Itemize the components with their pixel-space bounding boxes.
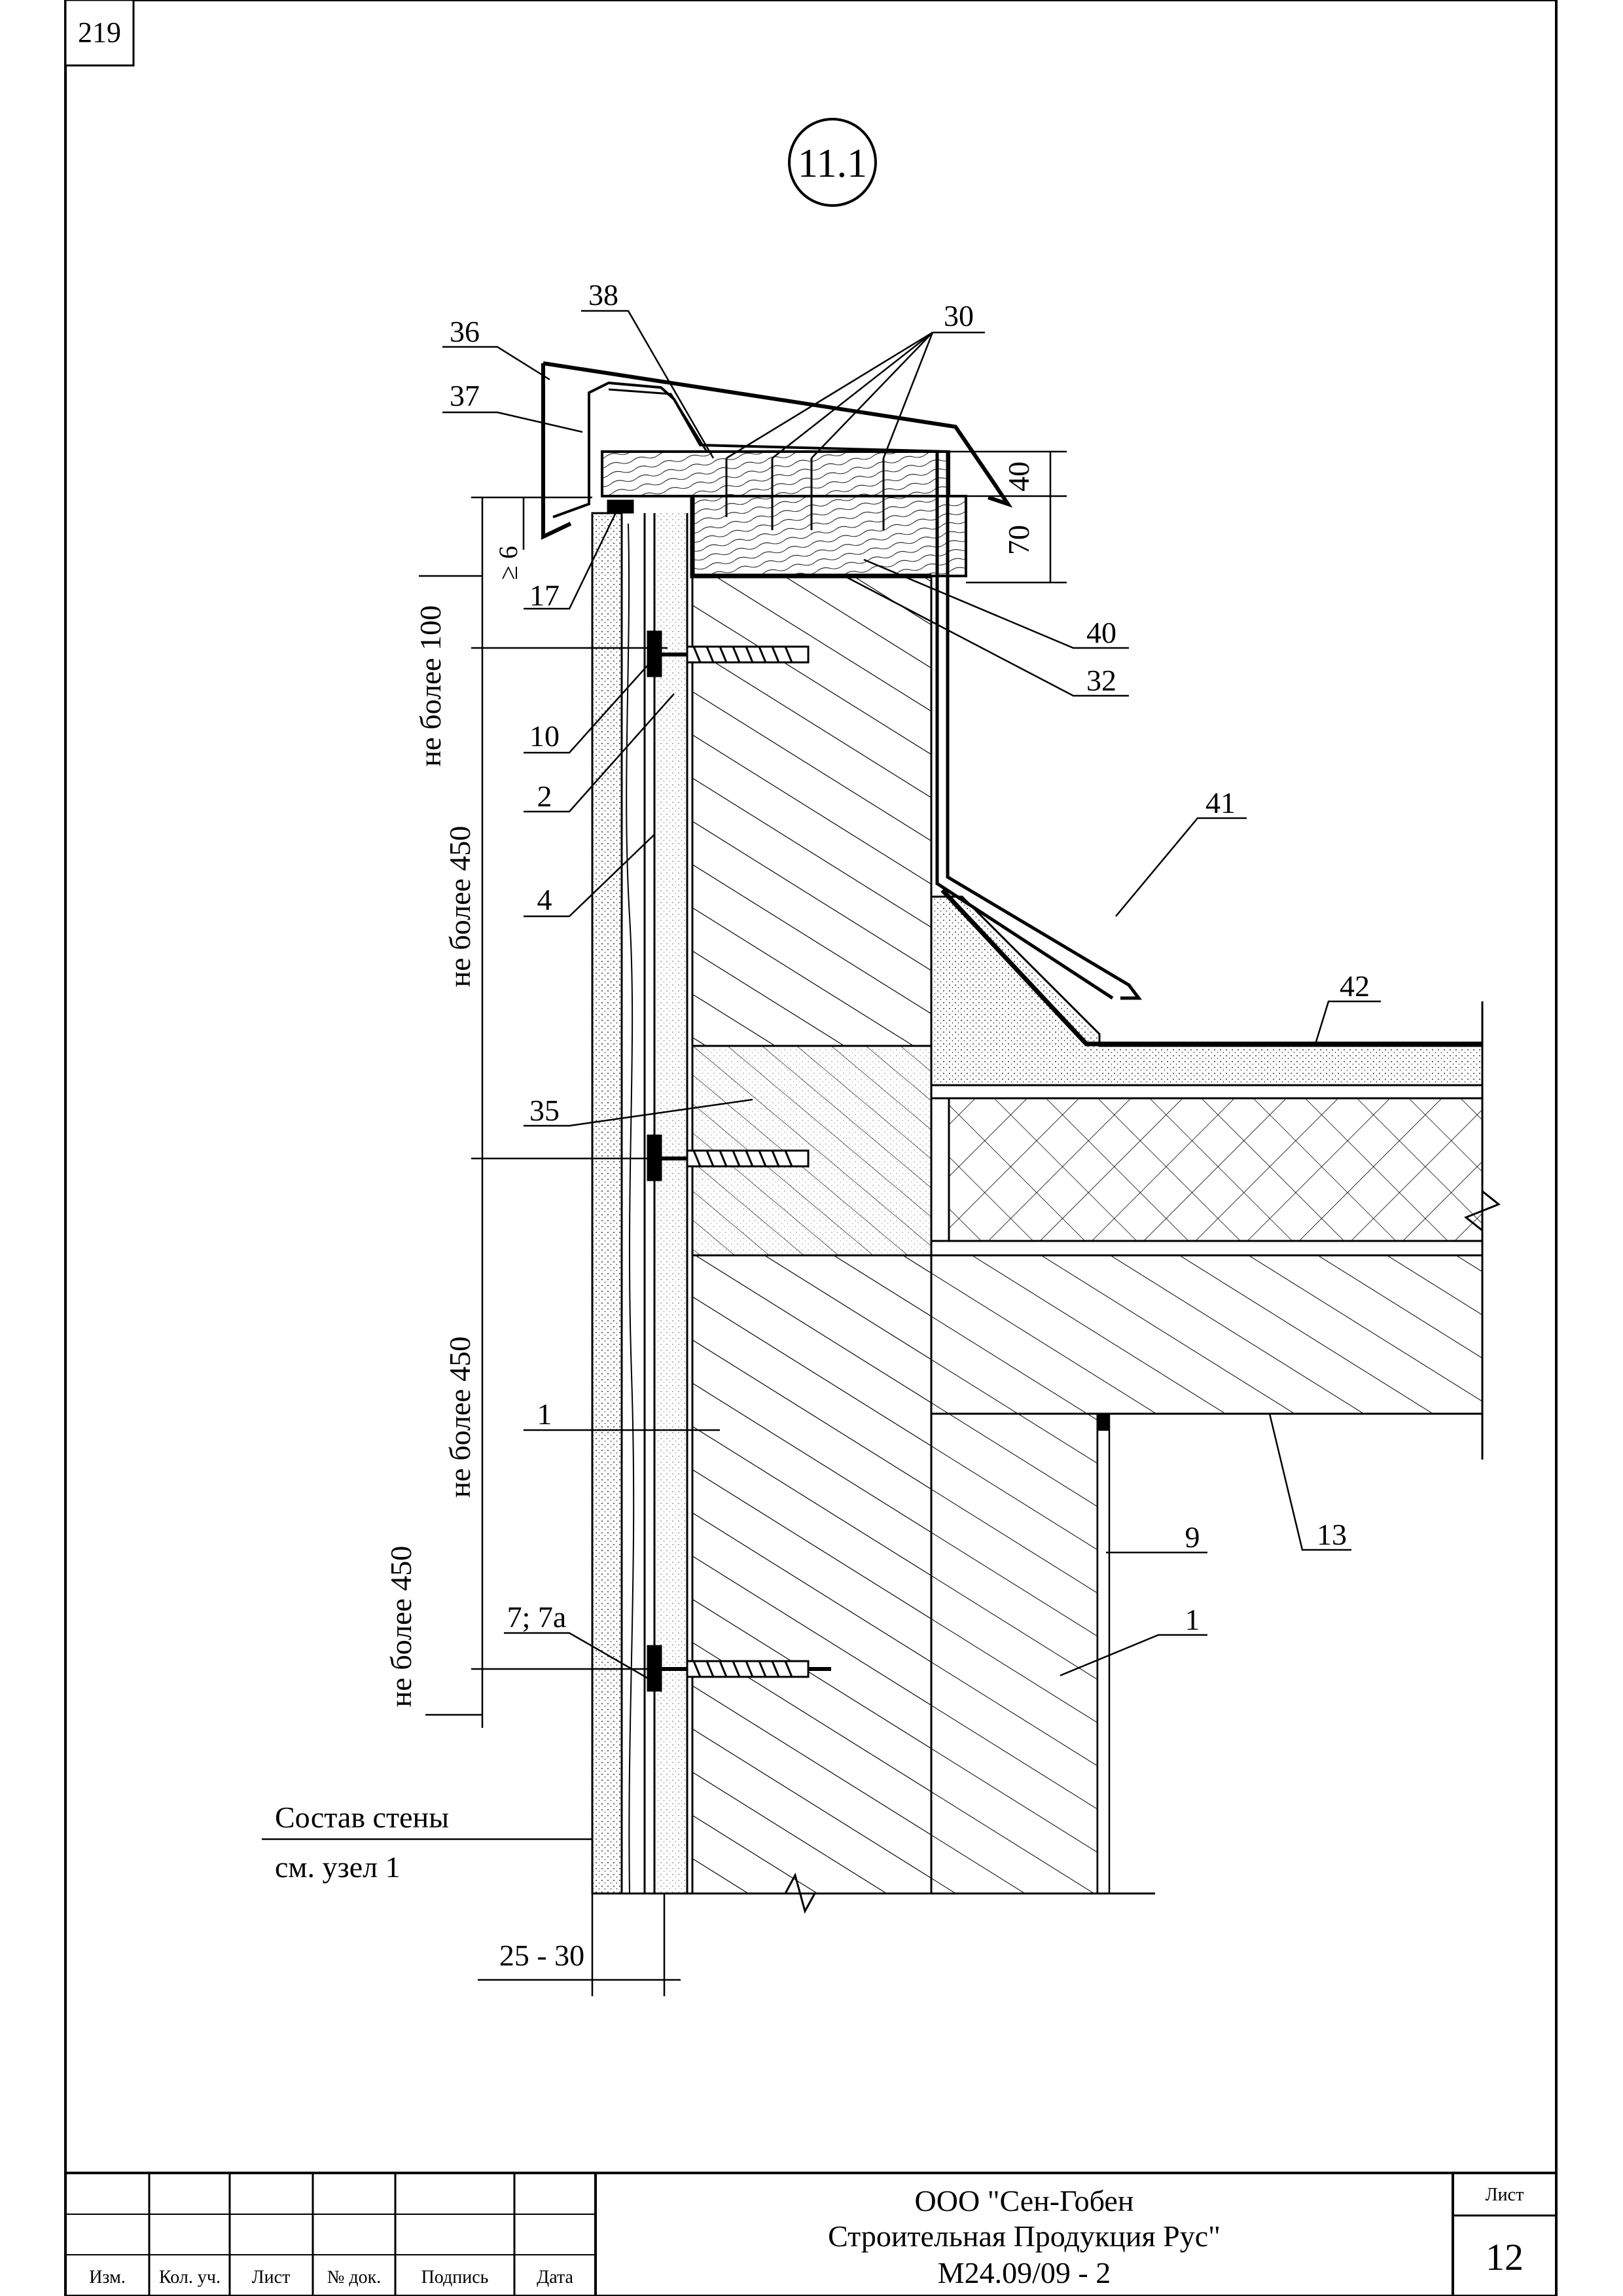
- label-1-upper: 1: [537, 1397, 552, 1431]
- col-change: Изм.: [89, 2267, 126, 2287]
- col-sheet: Лист: [252, 2267, 291, 2287]
- label-dim-70: 70: [1002, 525, 1035, 555]
- col-date: Дата: [537, 2267, 573, 2287]
- label-42: 42: [1340, 969, 1370, 1003]
- title-block: Изм. Кол. уч. Лист № док. Подпись Дата О…: [65, 2172, 1556, 2296]
- col-doc-number: № док.: [327, 2267, 382, 2287]
- sheet-label: Лист: [1486, 2185, 1524, 2205]
- label-40: 40: [1086, 616, 1116, 649]
- dim-not-more-450-c: не более 450: [384, 1546, 418, 1708]
- label-38: 38: [588, 278, 618, 312]
- dim-25-30: 25 - 30: [499, 1939, 584, 1972]
- dim-not-more-100: не более 100: [414, 605, 447, 767]
- label-17: 17: [529, 579, 560, 612]
- dimension-lines: [419, 450, 1067, 1996]
- label-9: 9: [1185, 1520, 1200, 1554]
- col-signature: Подпись: [421, 2267, 489, 2287]
- label-4: 4: [537, 883, 552, 916]
- callout-id: 11.1: [798, 141, 867, 186]
- label-36: 36: [450, 315, 480, 348]
- col-count: Кол. уч.: [159, 2267, 221, 2287]
- label-37: 37: [450, 379, 480, 412]
- label-41: 41: [1205, 786, 1236, 819]
- note-wall-composition: Состав стены: [275, 1801, 449, 1834]
- note-see-node: см. узел 1: [275, 1850, 401, 1884]
- anchor-top: [647, 630, 810, 677]
- label-13: 13: [1317, 1518, 1347, 1551]
- dim-not-more-450-b: не более 450: [443, 1336, 476, 1498]
- label-2: 2: [537, 780, 552, 813]
- label-10: 10: [529, 719, 560, 753]
- labels: 36 37 38 30 40 70 17 ≥ 6 40 32 10 2 4 41…: [275, 278, 1370, 1972]
- label-30: 30: [944, 299, 974, 332]
- detail-callout: 11.1: [788, 118, 877, 207]
- company-line-1: ООО "Сен-Гобен: [915, 2184, 1134, 2217]
- sheet-frame: 2 1 9: [64, 0, 1558, 2296]
- label-dim-40: 40: [1002, 461, 1035, 492]
- page-number: 219: [78, 16, 121, 48]
- label-1-lower: 1: [1185, 1603, 1200, 1636]
- company-line-2: Строительная Продукция Рус": [828, 2219, 1221, 2253]
- label-ge6: ≥ 6: [493, 546, 523, 580]
- dim-not-more-450-a: не более 450: [443, 826, 476, 988]
- wall-structure: [541, 361, 1501, 1914]
- document-code: М24.09/09 - 2: [938, 2256, 1111, 2289]
- label-32: 32: [1086, 664, 1116, 697]
- label-35: 35: [529, 1094, 560, 1127]
- label-7-7a: 7; 7а: [507, 1600, 567, 1634]
- leader-lines: [262, 310, 1381, 1840]
- sheet-number: 12: [1486, 2236, 1524, 2278]
